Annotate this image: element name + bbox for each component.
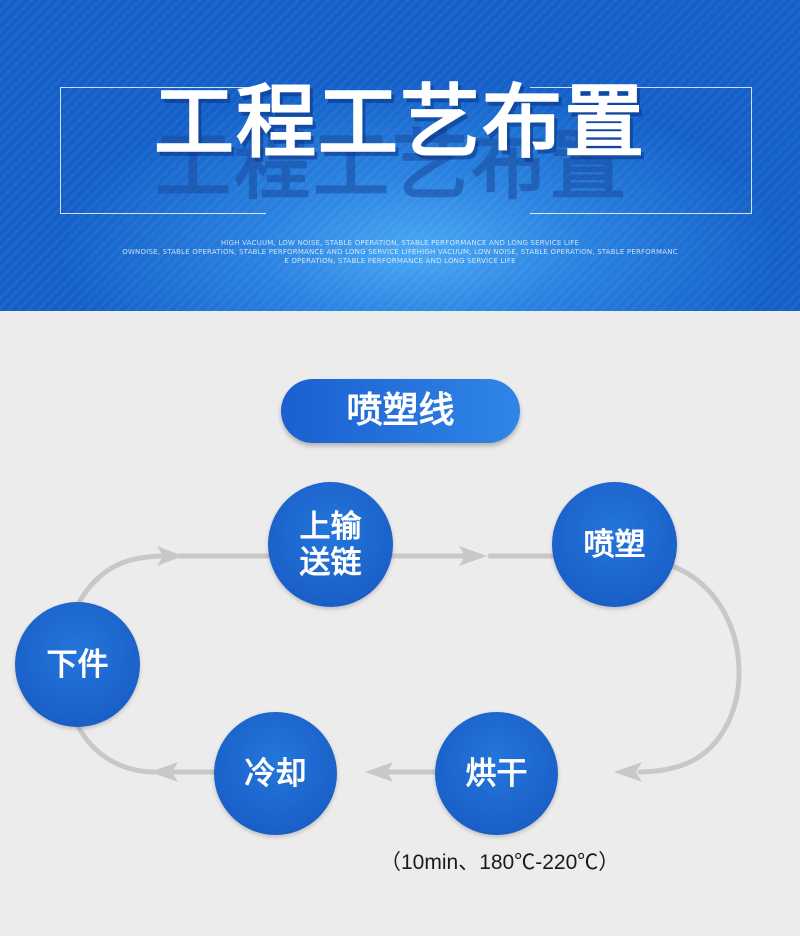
connector-spray-to-dry <box>637 563 742 775</box>
arrowhead-bottom-mid <box>365 762 393 782</box>
title-frame-right <box>530 87 752 214</box>
node-conveyor-line2: 送链 <box>299 544 362 581</box>
node-cool: 冷却 <box>214 712 337 835</box>
title-shadow: 工程工艺布置 <box>155 121 629 210</box>
node-spray: 喷塑 <box>552 482 677 607</box>
node-dry-label: 烘干 <box>465 755 528 792</box>
fine-print-line-3: E OPERATION, STABLE PERFORMANCE AND LONG… <box>284 257 516 265</box>
node-conveyor-line1: 上输 <box>299 508 362 545</box>
fine-print-line-2: OWNOISE, STABLE OPERATION, STABLE PERFOR… <box>122 248 678 256</box>
title-frame-left <box>60 87 266 214</box>
node-unload: 下件 <box>15 602 140 727</box>
node-conveyor: 上输 送链 <box>268 482 393 607</box>
node-dry: 烘干 <box>435 712 558 835</box>
connector-cool-to-unload-arc <box>75 723 158 775</box>
page-title: 工程工艺布置 <box>154 76 646 169</box>
header-banner: 工程工艺布置 工程工艺布置 HIGH VACUUM, LOW NOISE, ST… <box>0 0 800 311</box>
arrowhead-top-mid <box>459 546 487 566</box>
node-cool-label: 冷却 <box>244 755 307 792</box>
fine-print-line-1: HIGH VACUUM, LOW NOISE, STABLE OPERATION… <box>220 239 580 247</box>
arrowhead-top-left <box>157 546 183 566</box>
dry-note: （10min、180℃-220℃） <box>380 851 620 874</box>
arrowhead-right-return <box>614 762 642 782</box>
section-title-pill: 喷塑线 <box>281 379 520 443</box>
node-spray-label: 喷塑 <box>583 526 646 563</box>
arrowhead-bottom-left <box>150 762 178 782</box>
connector-unload-to-conveyor <box>75 553 168 607</box>
node-unload-label: 下件 <box>46 646 109 683</box>
